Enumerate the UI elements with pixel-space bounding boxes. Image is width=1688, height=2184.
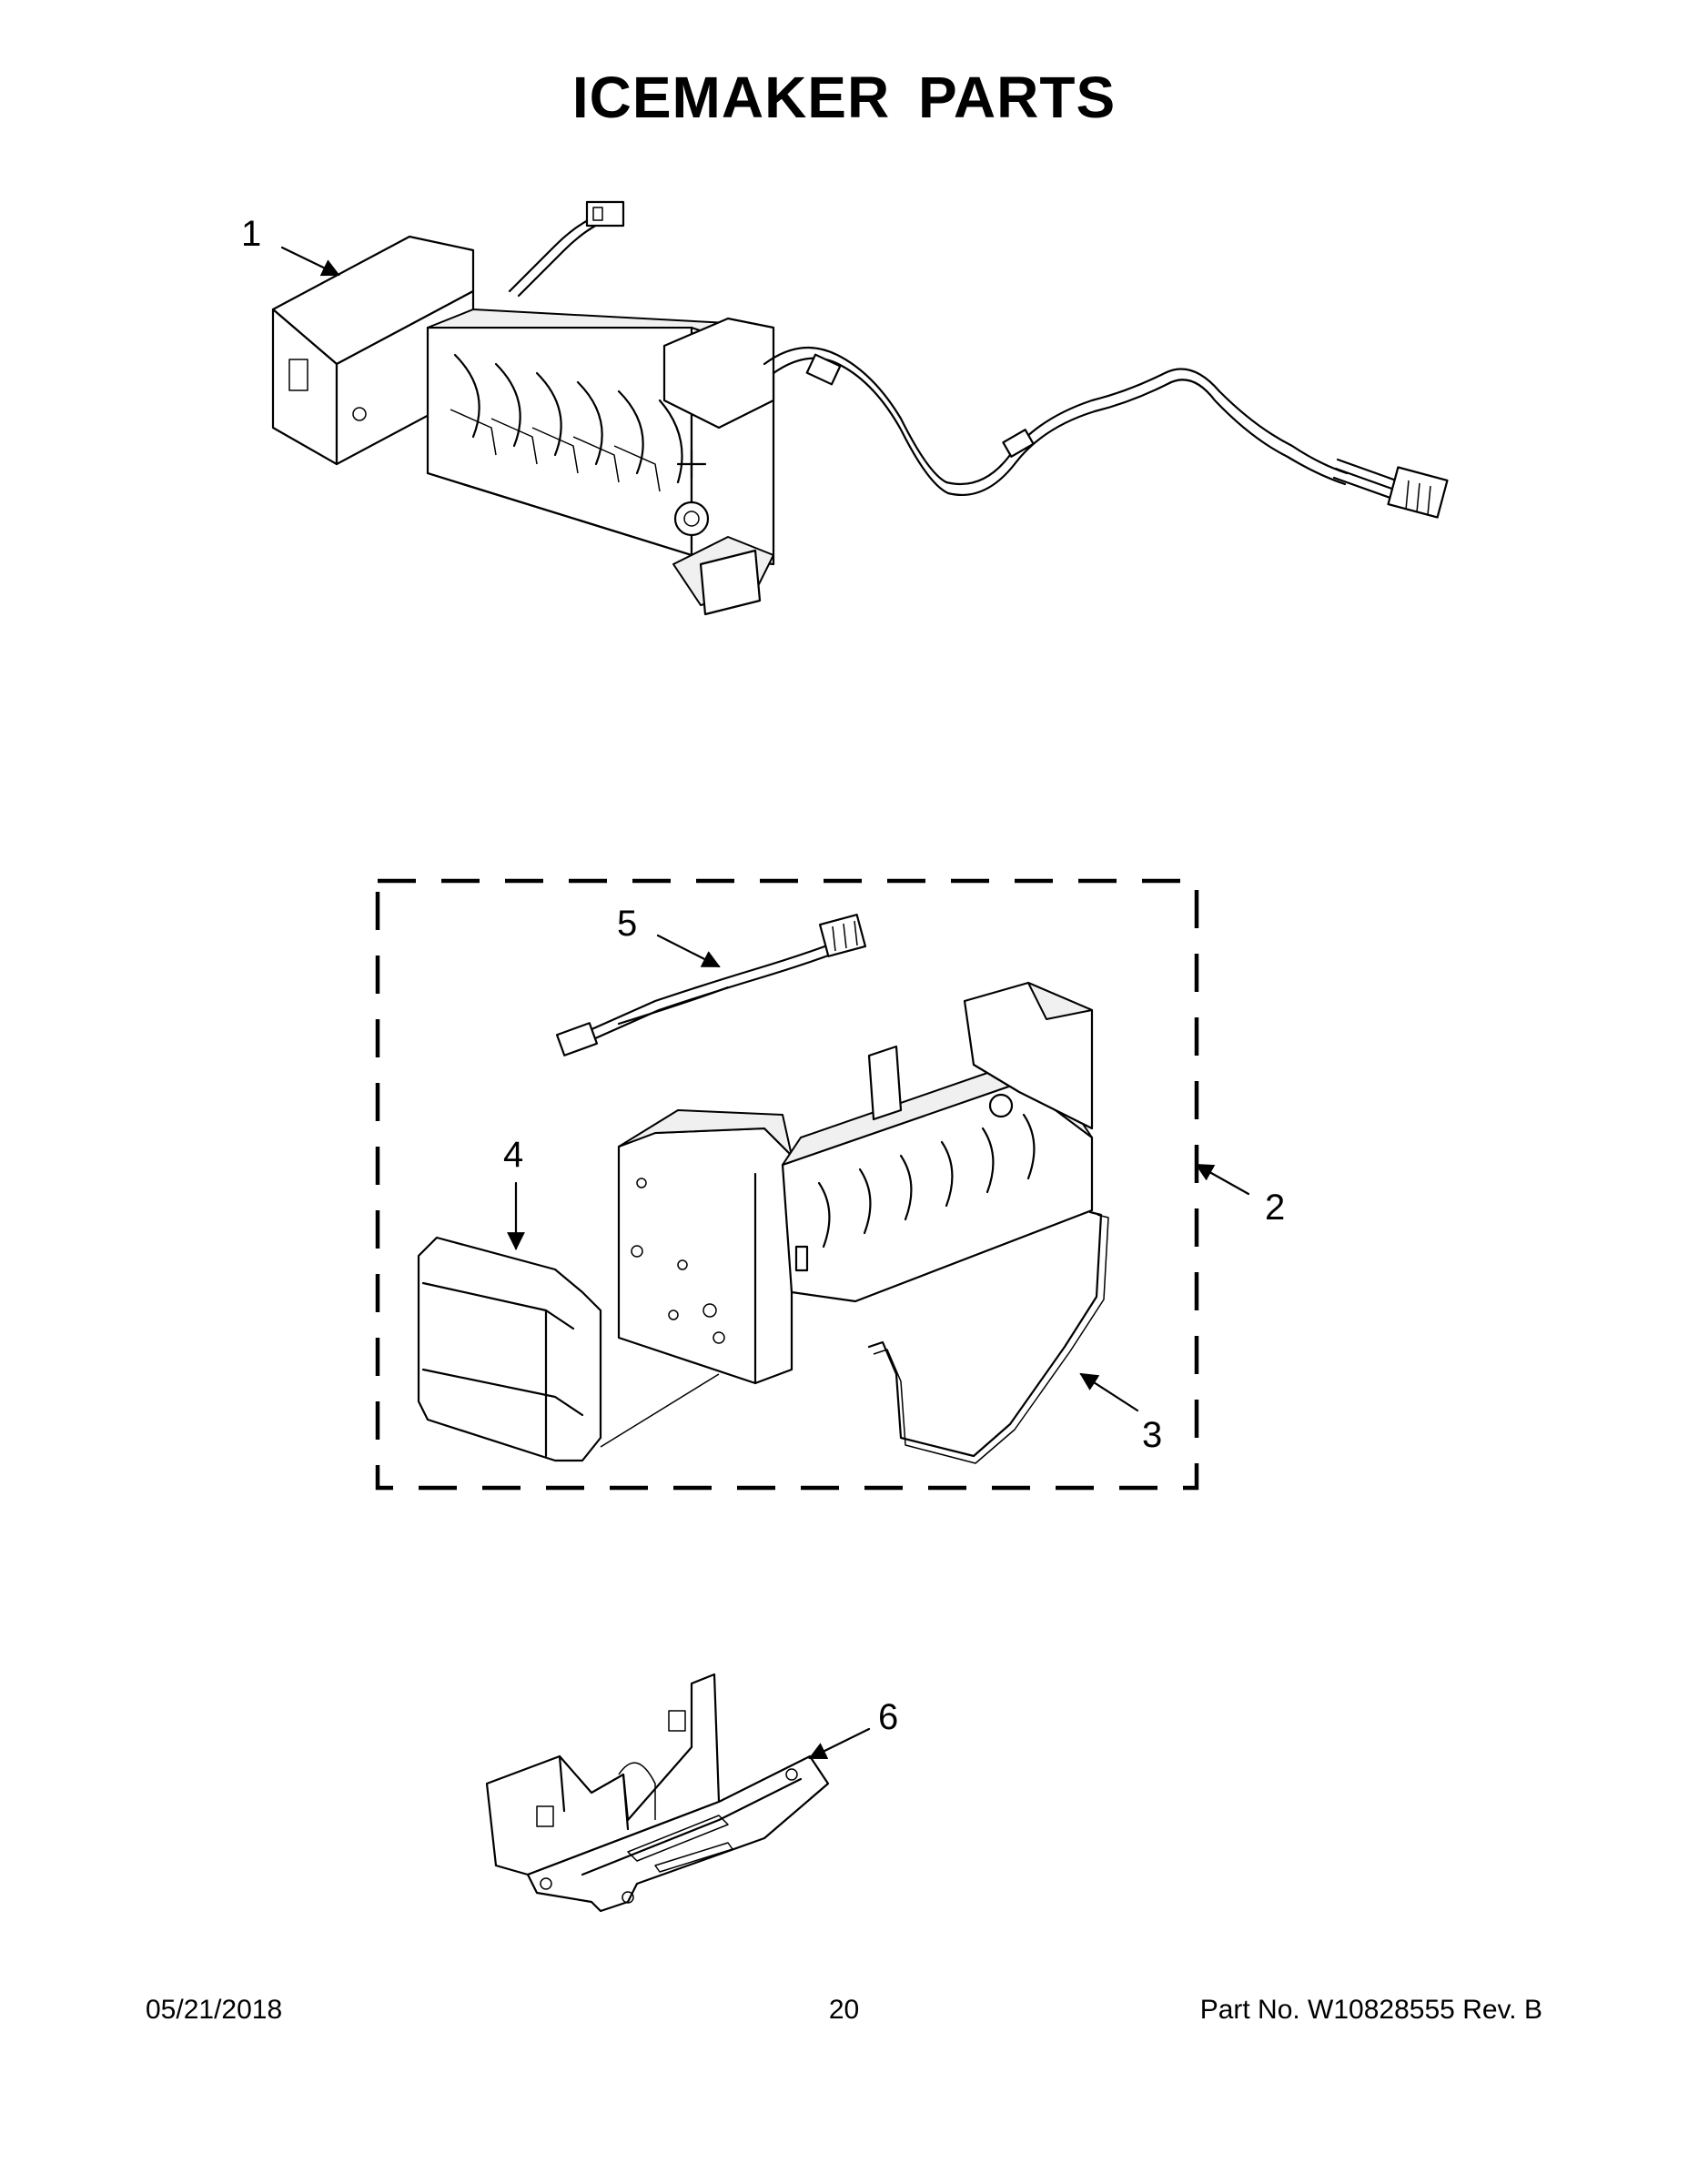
wire-harness-drawing (555, 914, 867, 1057)
page-title: ICEMAKER PARTS (571, 65, 1117, 130)
callout-2: 2 (1265, 1188, 1285, 1228)
shutoff-arm-drawing (867, 1210, 1109, 1464)
callout-1: 1 (241, 214, 261, 254)
footer-page-number: 20 (828, 1995, 860, 2025)
leader-5 (656, 934, 721, 968)
icemaker-cover-drawing (417, 1236, 720, 1462)
callout-4: 4 (503, 1135, 523, 1175)
callout-5: 5 (617, 904, 637, 944)
leader-6 (808, 1727, 871, 1760)
leader-3 (1079, 1372, 1139, 1412)
icemaker-assembly-drawing (271, 200, 1449, 616)
footer-part-number: Part No. W10828555 Rev. B (1199, 1995, 1542, 2025)
callout-6: 6 (878, 1697, 898, 1737)
leader-1 (280, 246, 340, 277)
footer-date: 05/21/2018 (146, 1995, 283, 2025)
kit-icemaker-drawing (617, 981, 1094, 1385)
leader-2 (1195, 1163, 1250, 1196)
mounting-bracket-drawing (485, 1673, 830, 1913)
kit-group-outline (375, 878, 1199, 1491)
callout-3: 3 (1142, 1415, 1162, 1455)
